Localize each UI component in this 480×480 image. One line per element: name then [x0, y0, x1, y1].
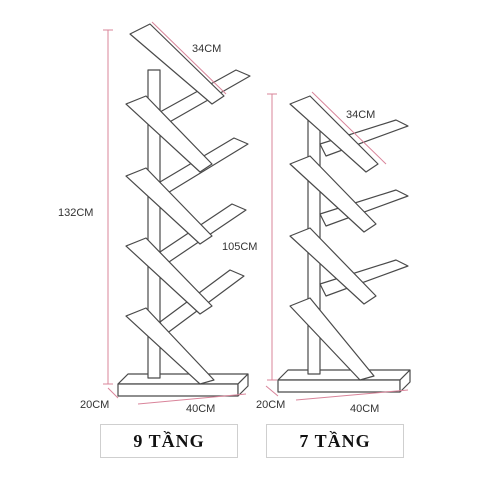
shelf7-base-width-line [295, 389, 409, 401]
nine-tier-label: 9 TẦNG [100, 424, 238, 458]
shelf9-base-depth-line [107, 387, 119, 399]
shelf9-base-side [237, 373, 249, 397]
shelf9-dimensions [103, 21, 247, 405]
shelf7-base-front [277, 379, 401, 393]
shelf7-branch-l2 [289, 227, 377, 305]
shelf9-branch-l4 [125, 307, 215, 385]
shelf-7-tier [277, 95, 411, 393]
shelf7-branch-l1 [289, 155, 377, 233]
shelf-9-tier [117, 23, 251, 397]
shelf9-branch-l2 [125, 167, 213, 245]
shelf7-dimensions [265, 91, 409, 401]
shelf9-branch-l1 [125, 95, 213, 173]
seven-tier-label: 7 TẦNG [266, 424, 404, 458]
shelf7-base-depth-label: 20CM [256, 399, 285, 411]
shelf7-base-width-label: 40CM [350, 403, 379, 415]
shelf9-base-width-label: 40CM [186, 403, 215, 415]
shelf7-base-side [399, 369, 411, 393]
shelf7-branch-r3 [319, 259, 409, 297]
shelf9-branch-l3 [125, 237, 213, 315]
shelf7-branch-top [289, 95, 379, 173]
shelf9-top-depth-line [151, 21, 227, 95]
shelf9-top-depth-label: 34CM [192, 43, 221, 55]
shelf9-base-top [117, 373, 249, 385]
shelf9-height-label: 132CM [58, 207, 93, 219]
shelf7-base-depth-line [265, 385, 279, 397]
shelf9-base-depth-label: 20CM [80, 399, 109, 411]
shelf7-top-depth-line [311, 91, 387, 165]
shelf7-height-label: 105CM [222, 241, 257, 253]
shelf9-base-width-line [137, 393, 247, 405]
shelf7-branch-l3 [289, 297, 375, 381]
shelf7-base-top [277, 369, 411, 381]
shelf9-branch-top [129, 23, 225, 105]
shelf7-branch-r2 [319, 189, 409, 227]
shelf7-top-depth-label: 34CM [346, 109, 375, 121]
shelf9-base-front [117, 383, 239, 397]
